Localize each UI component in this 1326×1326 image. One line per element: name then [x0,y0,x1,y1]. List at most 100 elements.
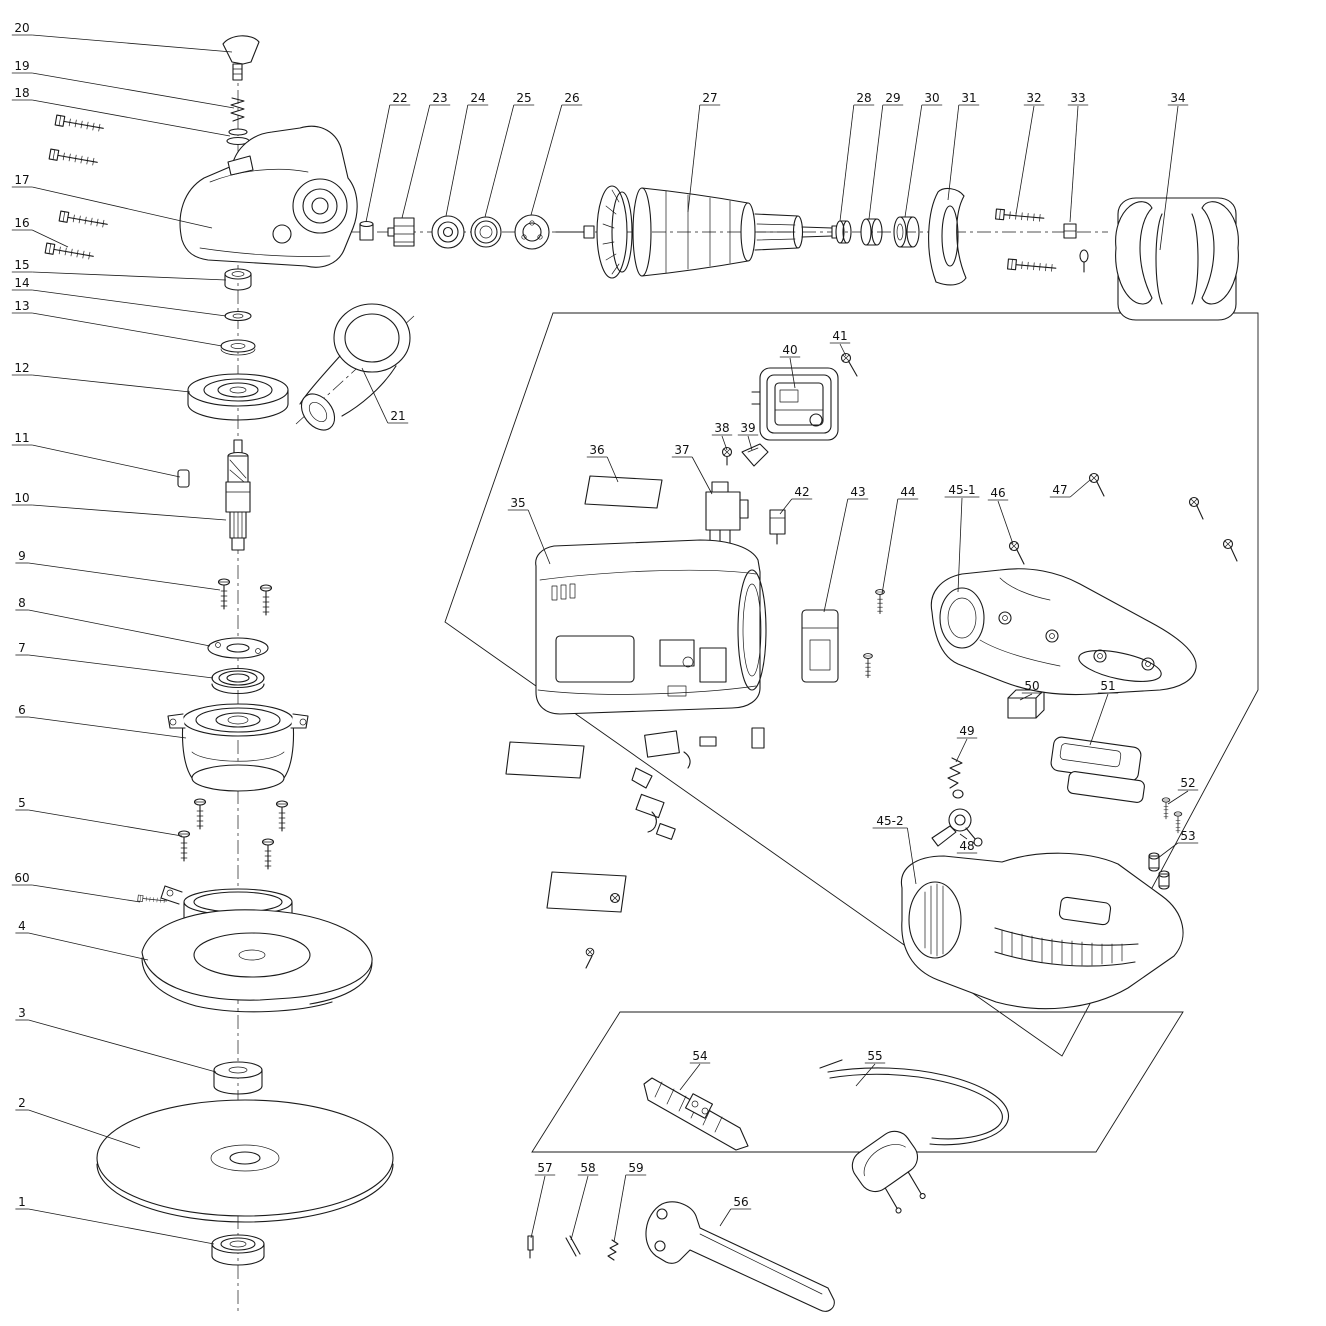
svg-text:9: 9 [18,549,26,563]
callout-45-2: 45-2 [872,814,917,885]
part-26-retainer-ring [514,214,550,250]
part-59-spring-pin [607,1239,619,1261]
part-44-screws [863,589,885,679]
part-32-screws [995,208,1057,274]
part-52-screws [1161,797,1183,834]
callout-23: 23 [401,91,451,219]
svg-text:4: 4 [18,919,26,933]
part-25-washer [470,216,502,248]
svg-text:35: 35 [510,496,525,510]
callout-28: 28 [839,91,875,222]
part-2-backing-disc [96,1099,394,1223]
callout-26: 26 [530,91,583,216]
svg-text:5: 5 [18,796,26,810]
callout-1: 1 [15,1195,215,1245]
part-22-nut [359,220,374,241]
svg-text:16: 16 [14,216,29,230]
svg-text:52: 52 [1180,776,1195,790]
callout-35: 35 [507,496,551,565]
callout-43: 43 [823,485,869,613]
callout-49: 49 [955,724,978,763]
part-18-washer [226,128,250,146]
svg-text:8: 8 [18,596,26,610]
svg-text:14: 14 [14,276,29,290]
svg-text:45-1: 45-1 [948,483,975,497]
svg-text:26: 26 [564,91,579,105]
part-19-spring [230,97,245,122]
callout-44: 44 [881,485,919,595]
svg-text:49: 49 [959,724,974,738]
part-3-inner-flange [213,1061,263,1095]
svg-text:44: 44 [900,485,915,499]
svg-text:56: 56 [733,1195,748,1209]
callout-32: 32 [1015,91,1045,215]
callout-4: 4 [15,919,149,961]
svg-text:40: 40 [782,343,797,357]
svg-text:13: 13 [14,299,29,313]
callout-2: 2 [15,1096,141,1149]
callout-30: 30 [904,91,943,218]
part-58-pin [565,1235,581,1257]
callout-25: 25 [484,91,535,218]
callout-5: 5 [15,796,183,837]
part-31-air-baffle [928,187,967,286]
callout-15: 15 [11,258,227,281]
callout-22: 22 [365,91,411,223]
part-17-gear-housing [179,125,358,268]
svg-text:55: 55 [867,1049,882,1063]
svg-text:57: 57 [537,1161,552,1175]
callout-56: 56 [719,1195,752,1227]
svg-text:3: 3 [18,1006,26,1020]
callout-27: 27 [687,91,721,213]
part-55-power-cord [819,1059,1009,1214]
svg-text:22: 22 [392,91,407,105]
callout-14: 14 [11,276,227,317]
svg-text:24: 24 [470,91,485,105]
part-23-pinion-gear [387,217,415,247]
svg-text:33: 33 [1070,91,1085,105]
svg-text:38: 38 [714,421,729,435]
svg-text:11: 11 [14,431,29,445]
part-37-switch [705,481,749,549]
callout-29: 29 [868,91,904,220]
part-27-armature [555,185,839,279]
callout-42: 42 [779,485,813,515]
part-13-washer [220,339,256,356]
part-8-lock-plate [207,637,269,659]
svg-text:23: 23 [432,91,447,105]
svg-text:51: 51 [1100,679,1115,693]
svg-text:15: 15 [14,258,29,272]
svg-text:45-2: 45-2 [876,814,903,828]
svg-text:19: 19 [14,59,29,73]
boundary-cord-assembly [531,1011,1184,1153]
svg-text:58: 58 [580,1161,595,1175]
callout-54: 54 [679,1049,711,1091]
part-9-screws [217,578,273,616]
label-plate-2 [505,741,585,779]
callout-39: 39 [737,421,759,451]
part-45-1-housing-right [930,568,1197,696]
part-49-spring [947,757,964,799]
svg-text:34: 34 [1170,91,1185,105]
part-24-bearing [431,215,465,249]
part-54-cord-guard [643,1077,749,1151]
part-10-spindle [225,439,251,551]
callout-57: 57 [530,1161,556,1239]
callout-10: 10 [11,491,227,521]
part-6-bearing-cover [167,703,309,792]
svg-text:29: 29 [885,91,900,105]
callout-36: 36 [586,443,619,483]
svg-text:21: 21 [390,409,405,423]
part-57-pin [527,1235,534,1259]
callout-16: 16 [11,216,69,248]
svg-text:27: 27 [702,91,717,105]
callout-17: 17 [11,173,213,229]
part-30-bearing [893,216,920,248]
callout-47: 47 [1049,479,1091,498]
callout-19: 19 [11,59,235,109]
svg-text:25: 25 [516,91,531,105]
svg-text:41: 41 [832,329,847,343]
callout-7: 7 [15,641,214,679]
svg-text:47: 47 [1052,483,1067,497]
part-43-capacitor [801,609,839,683]
